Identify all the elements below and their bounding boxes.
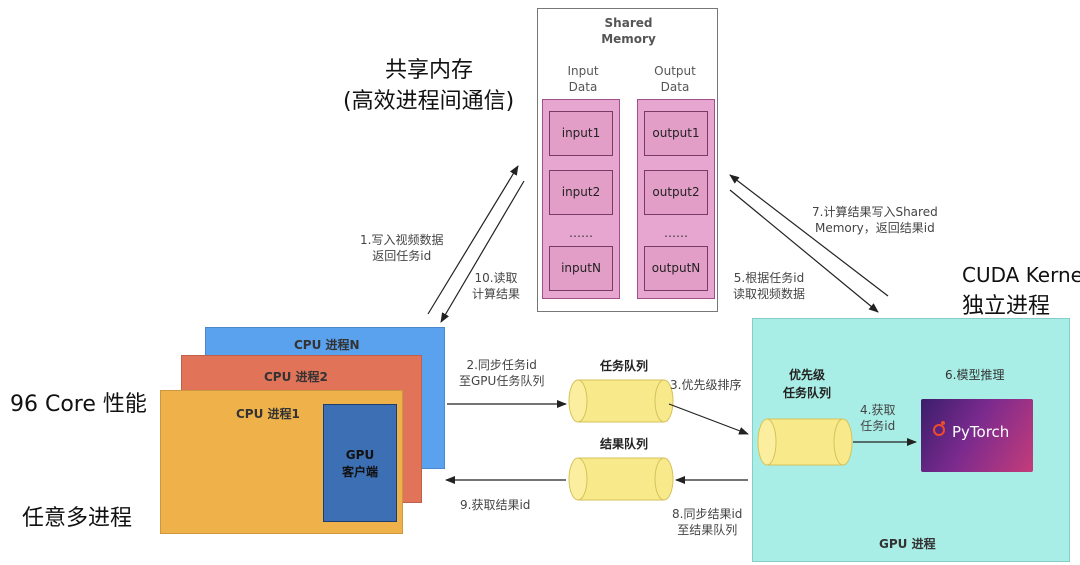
input-cell: input2 — [549, 170, 613, 215]
step5-label-2: 读取视频数据 — [733, 287, 806, 301]
step10-label-1: 10.读取 — [474, 271, 518, 285]
input-cell: input1 — [549, 111, 613, 156]
step4-label-1: 4.获取 — [860, 403, 896, 417]
arrow-step7 — [729, 174, 889, 297]
cpu-process-n-label: CPU 进程N — [294, 338, 360, 352]
arrow-step10 — [440, 180, 525, 323]
input-data-column: input1 input2 …… inputN — [542, 99, 620, 299]
task-queue-cylinder — [568, 379, 674, 423]
shared-memory-subheading: (高效进程间通信) — [343, 89, 515, 114]
output-cell: output1 — [644, 111, 708, 156]
perf-96core-label: 96 Core 性能 — [10, 392, 147, 417]
step2-label-2: 至GPU任务队列 — [459, 374, 545, 388]
step1-label-1: 1.写入视频数据 — [360, 233, 444, 247]
step7-label-1: 7.计算结果写入Shared — [812, 205, 938, 219]
priority-queue-label-2: 任务队列 — [782, 386, 831, 400]
output-data-column: output1 output2 …… outputN — [637, 99, 715, 299]
gpu-process-label: GPU 进程 — [879, 537, 936, 551]
pytorch-logo-text: PyTorch — [952, 423, 1010, 441]
priority-queue-cylinder — [757, 418, 853, 466]
cpu-process-2-label: CPU 进程2 — [264, 370, 328, 384]
input-header-2: Data — [568, 80, 598, 94]
standalone-process-label: 独立进程 — [962, 294, 1051, 319]
shared-memory-title-1: Shared — [604, 16, 653, 30]
step3-label: 3.优先级排序 — [670, 378, 742, 392]
step9-label: 9.获取结果id — [460, 498, 531, 512]
priority-queue-label-1: 优先级 — [788, 368, 825, 382]
step8-label-2: 至结果队列 — [677, 523, 738, 537]
arrow-step5 — [729, 189, 879, 313]
step8-label-1: 8.同步结果id — [672, 507, 743, 521]
step4-label-2: 任务id — [860, 419, 896, 433]
output-header-2: Data — [660, 80, 690, 94]
multi-process-label: 任意多进程 — [22, 506, 133, 531]
gpu-client-label-1: GPU — [345, 448, 375, 462]
pytorch-flame-icon — [933, 424, 945, 436]
gpu-client-label-2: 客户端 — [341, 465, 378, 479]
arrow-step3 — [668, 403, 749, 435]
input-header-1: Input — [567, 64, 599, 78]
task-queue-label: 任务队列 — [600, 359, 649, 373]
shared-memory-box: Shared Memory Input Data Output Data inp… — [537, 8, 718, 312]
cuda-kernel-label: CUDA Kernel — [962, 263, 1080, 287]
output-cell: outputN — [644, 246, 708, 291]
output-ellipsis: …… — [664, 226, 688, 240]
result-queue-cylinder — [568, 457, 674, 501]
model-inference-label: 6.模型推理 — [945, 368, 1005, 382]
step2-label-1: 2.同步任务id — [466, 358, 537, 372]
pytorch-logo: PyTorch — [921, 399, 1033, 472]
gpu-client-box: GPU 客户端 — [323, 404, 397, 522]
output-cell: output2 — [644, 170, 708, 215]
input-ellipsis: …… — [569, 226, 593, 240]
shared-memory-title-2: Memory — [601, 32, 656, 46]
arrow-step1 — [427, 165, 519, 315]
result-queue-label: 结果队列 — [600, 437, 649, 451]
input-cell: inputN — [549, 246, 613, 291]
output-header-1: Output — [654, 64, 696, 78]
pytorch-dot-icon — [941, 421, 945, 425]
step5-label-1: 5.根据任务id — [733, 271, 805, 285]
step1-label-2: 返回任务id — [372, 249, 432, 263]
step10-label-2: 计算结果 — [472, 287, 521, 301]
shared-memory-heading: 共享内存 — [385, 58, 474, 83]
cpu-process-1-label: CPU 进程1 — [236, 407, 300, 421]
cpu-process-1: CPU 进程1 GPU 客户端 — [160, 390, 403, 534]
step7-label-2: Memory，返回结果id — [814, 221, 935, 235]
